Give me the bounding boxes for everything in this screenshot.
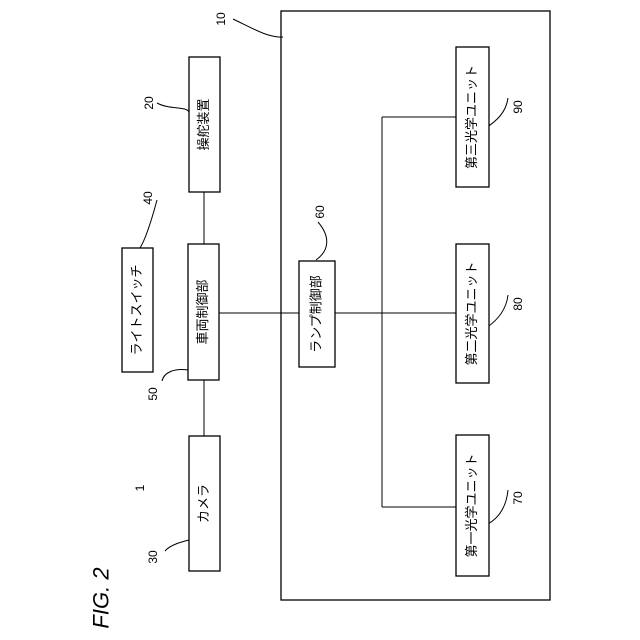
ref-20: 20: [142, 96, 156, 110]
ref-70: 70: [511, 491, 525, 505]
ref-90: 90: [511, 100, 525, 114]
ref-80: 80: [511, 297, 525, 311]
figure-title: FIG. 2: [89, 567, 114, 628]
ref-50: 50: [146, 387, 160, 401]
leader-20: [157, 103, 189, 112]
light-switch-label: ライトスイッチ: [130, 264, 145, 355]
steering-label: 操舵装置: [196, 98, 212, 150]
camera-label: カメラ: [197, 484, 212, 523]
leader-10: [233, 19, 283, 37]
ref-30: 30: [146, 550, 160, 564]
optical-unit-1-label: 第一光学ユニット: [464, 453, 480, 557]
ref-10: 10: [214, 12, 228, 26]
ref-60: 60: [313, 205, 327, 219]
lamp-control-label: ランプ制御部: [310, 275, 325, 353]
optical-unit-2-label: 第二光学ユニット: [464, 261, 480, 365]
ref-1: 1: [133, 484, 147, 491]
leader-40: [140, 200, 157, 248]
optical-unit-3-label: 第三光学ユニット: [464, 65, 480, 169]
leader-50: [162, 369, 188, 381]
ref-40: 40: [141, 191, 155, 205]
leader-30: [165, 540, 189, 551]
vehicle-control-label: 車両制御部: [196, 279, 211, 344]
